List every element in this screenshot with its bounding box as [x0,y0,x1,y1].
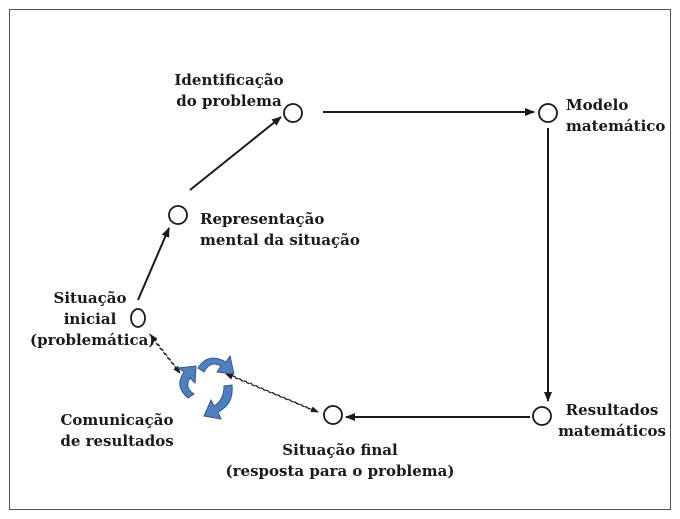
label-representacao-line1: Representação [200,210,325,228]
dotted-arrow-from-inicial [155,342,181,374]
dotted-arrow-to-inicial [150,334,179,371]
label-modelo-line2: matemático [566,117,666,135]
node-identificacao [283,103,303,123]
label-situacao-final-line1: Situação final [282,441,398,459]
label-representacao-line2: mental da situação [200,231,360,249]
label-comunicacao-line2: de resultados [60,432,174,450]
label-comunicacao-line1: Comunicação [60,411,174,429]
label-situacao-final: Situação final (resposta para o problema… [218,440,462,482]
label-resultados-line2: matemáticos [558,422,666,440]
node-resultados [532,406,552,426]
label-representacao: Representação mental da situação [200,209,360,251]
label-resultados-line1: Resultados [565,401,659,419]
diagram-frame [9,9,671,510]
label-resultados: Resultados matemáticos [554,400,670,442]
arrow-representacao-to-identificacao [189,116,282,191]
label-modelo-line1: Modelo [566,96,629,114]
node-situacao-inicial [130,308,146,328]
label-situacao-final-line2: (resposta para o problema) [225,462,455,480]
node-situacao-final [323,405,343,425]
label-modelo: Modelo matemático [566,95,665,137]
label-situacao-inicial-line2: inicial [63,310,117,328]
node-representacao [168,205,188,225]
label-comunicacao: Comunicação de resultados [52,410,182,452]
arrow-inicial-to-representacao [137,227,170,301]
label-situacao-inicial-line3: (problemática) [30,331,156,349]
label-identificacao: Identificação do problema [160,70,298,112]
label-identificacao-line1: Identificação [174,71,284,89]
node-modelo [538,103,558,123]
label-situacao-inicial: Situação inicial (problemática) [30,288,156,351]
label-situacao-inicial-line1: Situação [53,289,127,307]
cycle-arrows-icon [176,354,235,420]
label-identificacao-line2: do problema [176,92,282,110]
